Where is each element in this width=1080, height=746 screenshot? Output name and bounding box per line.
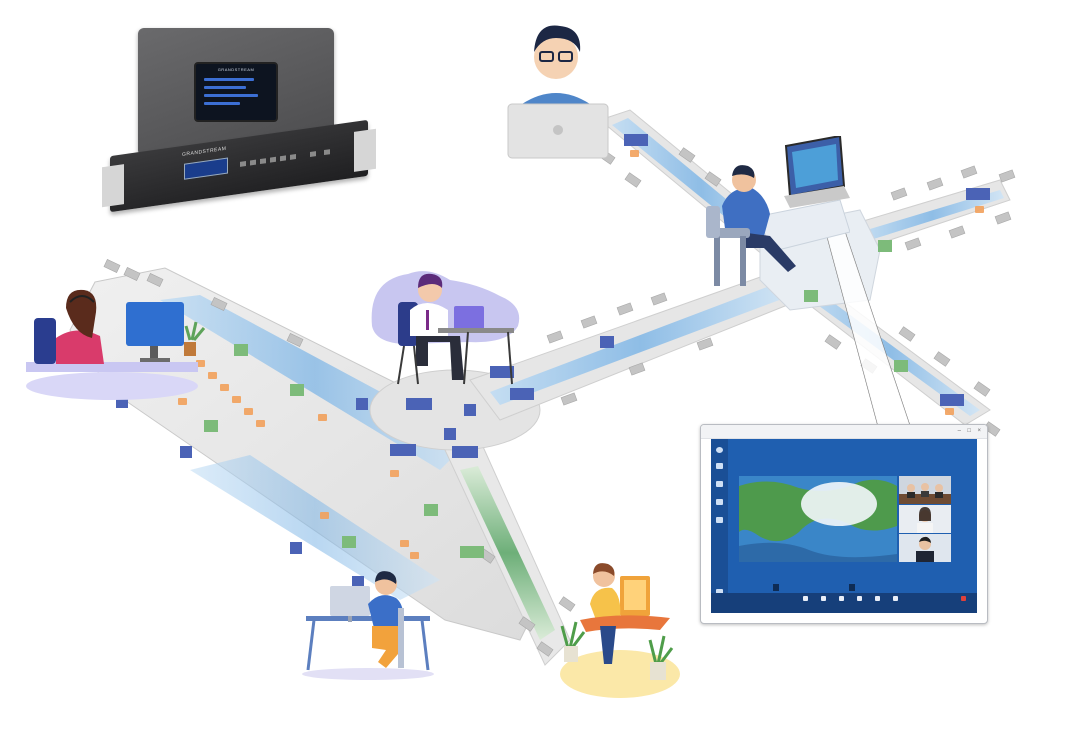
share-button[interactable]: [833, 596, 849, 601]
caption-right: [849, 584, 855, 591]
south-pier-green: [460, 466, 555, 640]
hangup-button[interactable]: [955, 596, 971, 601]
rack-port: [324, 149, 330, 156]
meeting-control-bar: [711, 593, 977, 613]
participant-thumbnail[interactable]: [899, 476, 951, 504]
video-conference-window-icon: – □ ×: [700, 424, 988, 624]
app-logo-icon: [716, 447, 723, 453]
device-lcd-brand: GRANDSTREAM: [217, 67, 255, 72]
headset-agent-desk: [26, 289, 206, 400]
rack-brand-label: GRANDSTREAM: [182, 145, 227, 159]
lcd-line: [204, 78, 254, 81]
wayfinding-signs: [116, 134, 990, 588]
mute-button[interactable]: [797, 596, 813, 601]
camera-icon: [820, 596, 826, 601]
se-pier-blue: [800, 287, 980, 416]
rack-port: [280, 155, 286, 162]
rack-port: [260, 158, 266, 165]
sidebar-settings-icon[interactable]: [716, 517, 723, 523]
record-button[interactable]: [869, 596, 885, 601]
participants-button[interactable]: [851, 596, 867, 601]
minimize-icon[interactable]: –: [957, 428, 961, 434]
video-button[interactable]: [815, 596, 831, 601]
meeting-app-area: [711, 439, 977, 613]
rack-port: [250, 159, 256, 166]
sidebar-calls-icon[interactable]: [716, 499, 723, 505]
shared-screen-earth: [739, 476, 897, 562]
person-at-desk-plants: [560, 563, 680, 698]
gate-stubs: [103, 147, 1016, 657]
sidebar-meeting-icon[interactable]: [716, 463, 723, 469]
person-at-monitor-bottom: [302, 571, 434, 680]
zoom-beam: [820, 205, 910, 426]
walkway-left-lower: [190, 455, 440, 600]
east-pier-blue: [490, 282, 790, 405]
caption-left: [773, 584, 779, 591]
earth-image: [739, 476, 897, 562]
sidebar-bottom-icon[interactable]: [716, 589, 723, 595]
rack-ear-right: [354, 128, 376, 172]
rack-ear-left: [102, 164, 124, 208]
ne-pier-blue: [860, 190, 1004, 242]
rack-port: [310, 151, 316, 158]
meeting-sidebar: [711, 439, 728, 613]
ip-pbx-device-icon: GRANDSTREAM GRANDSTREAM: [102, 26, 376, 213]
person-at-computer-satellite: [706, 136, 850, 286]
rack-port: [240, 161, 246, 167]
participants-icon: [856, 596, 862, 601]
person-with-laptop-center: [371, 271, 520, 385]
seating-rows: [178, 150, 984, 559]
rack-port: [270, 156, 276, 163]
record-icon: [874, 596, 880, 601]
sidebar-contacts-icon[interactable]: [716, 481, 723, 487]
lcd-line: [204, 94, 258, 97]
microphone-icon: [802, 596, 808, 601]
close-icon[interactable]: ×: [977, 428, 981, 434]
participant-thumbnail[interactable]: [899, 505, 951, 533]
maximize-icon[interactable]: □: [967, 428, 971, 434]
rack-lcd: [184, 157, 228, 180]
person-with-laptop-top: [507, 25, 609, 159]
more-button[interactable]: [887, 596, 903, 601]
hangup-icon: [960, 596, 966, 601]
device-lcd-screen: GRANDSTREAM: [194, 62, 278, 122]
participant-thumbnail[interactable]: [899, 534, 951, 562]
headset-icon: [118, 282, 158, 322]
video-window-titlebar: – □ ×: [701, 425, 987, 439]
rack-port: [290, 153, 296, 160]
more-icon: [892, 596, 898, 601]
lcd-line: [204, 102, 240, 105]
share-screen-icon: [838, 596, 844, 601]
lcd-line: [204, 86, 246, 89]
